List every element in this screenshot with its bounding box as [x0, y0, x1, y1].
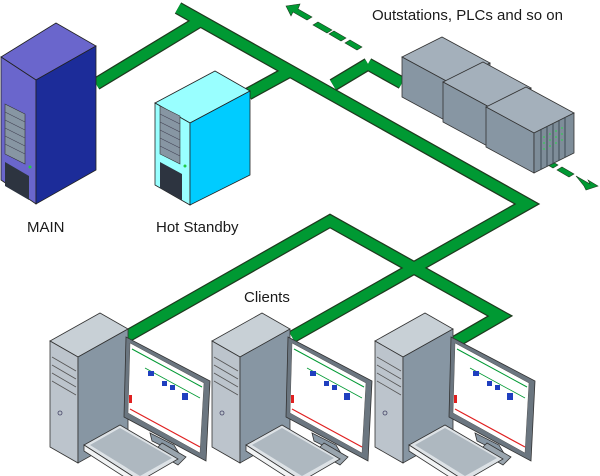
client-workstation-icon — [211, 312, 373, 476]
standby-server-label: Hot Standby — [156, 219, 239, 236]
main-server-label: MAIN — [27, 219, 65, 236]
arrow-head-icon — [575, 175, 599, 191]
outstations-label: Outstations, PLCs and so on — [372, 7, 563, 24]
network-links — [92, 2, 541, 348]
outstations-arrow-left — [285, 3, 363, 51]
standby-server-icon — [154, 70, 251, 206]
arrow-head-icon — [285, 3, 313, 21]
main-server-icon — [0, 22, 97, 205]
clients-label: Clients — [244, 289, 290, 306]
